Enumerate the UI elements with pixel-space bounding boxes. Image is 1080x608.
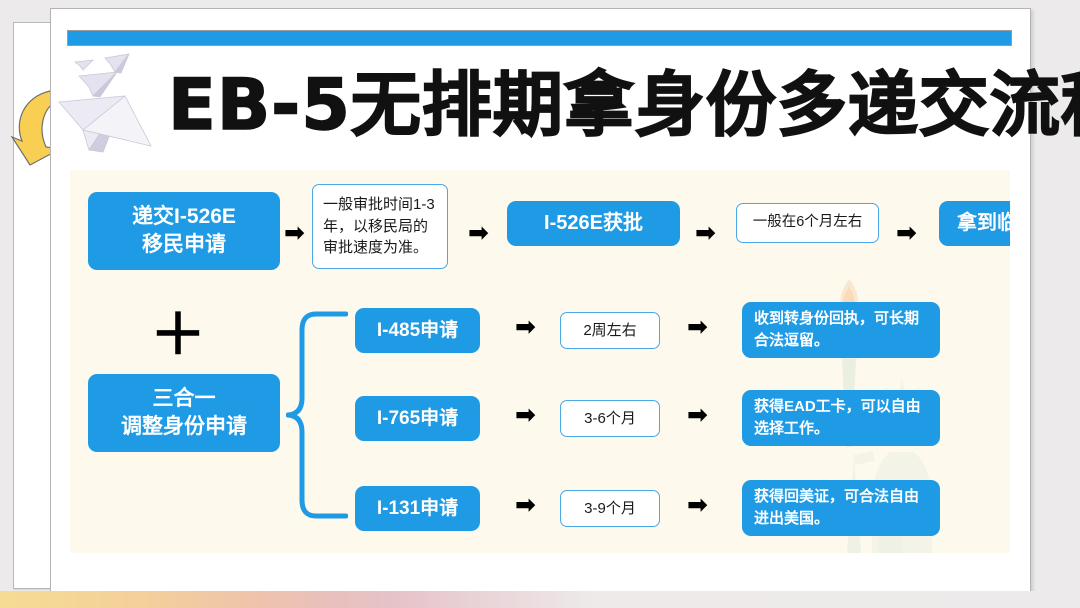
node-branch-application[interactable]: I-485申请 [355,308,480,353]
combo-line-1: 三合一 [152,386,216,410]
arrow-icon: ➡ [896,218,917,247]
bottom-gradient-strip [0,591,1080,608]
flowchart-panel: 递交I-526E 移民申请 ➡ 一般审批时间1-3年，以移民局的审批速度为准。 … [70,170,1010,553]
node-branch-application[interactable]: I-131申请 [355,486,480,531]
title-top-bar [67,30,1012,46]
node-branch-application[interactable]: I-765申请 [355,396,480,441]
node-branch-result[interactable]: 获得回美证，可合法自由进出美国。 [742,480,940,536]
node-three-in-one-adjustment[interactable]: 三合一 调整身份申请 [88,374,280,452]
node-temporary-green-card[interactable]: 拿到临时绿卡 [939,201,1010,246]
node-time-six-months: 一般在6个月左右 [736,203,879,243]
arrow-icon: ➡ [515,490,536,519]
combo-line-2: 调整身份申请 [121,415,247,438]
arrow-icon: ➡ [687,312,708,341]
curly-brace-icon [286,311,348,519]
node-branch-duration: 3-6个月 [560,400,660,437]
page-title: EB-5无排期拿身份多递交流程 [167,64,1080,146]
node-branch-result[interactable]: 获得EAD工卡，可以自由选择工作。 [742,390,940,446]
submit-line-1: 递交I-526E [132,204,236,228]
node-time-i526e-processing: 一般审批时间1-3年，以移民局的审批速度为准。 [312,184,448,269]
node-branch-duration: 3-9个月 [560,490,660,527]
plus-sign-icon: ＋ [150,303,206,368]
node-branch-duration: 2周左右 [560,312,660,349]
curved-arrow-icon [10,90,62,166]
arrow-icon: ➡ [687,490,708,519]
arrow-icon: ➡ [515,400,536,429]
node-submit-i526e[interactable]: 递交I-526E 移民申请 [88,192,280,270]
node-branch-result[interactable]: 收到转身份回执，可长期合法逗留。 [742,302,940,358]
submit-line-2: 移民申请 [142,233,226,256]
arrow-icon: ➡ [515,312,536,341]
paper-planes-icon [58,53,152,153]
arrow-icon: ➡ [468,218,489,247]
node-i526e-approved[interactable]: I-526E获批 [507,201,680,246]
arrow-icon: ➡ [687,400,708,429]
arrow-icon: ➡ [695,218,716,247]
